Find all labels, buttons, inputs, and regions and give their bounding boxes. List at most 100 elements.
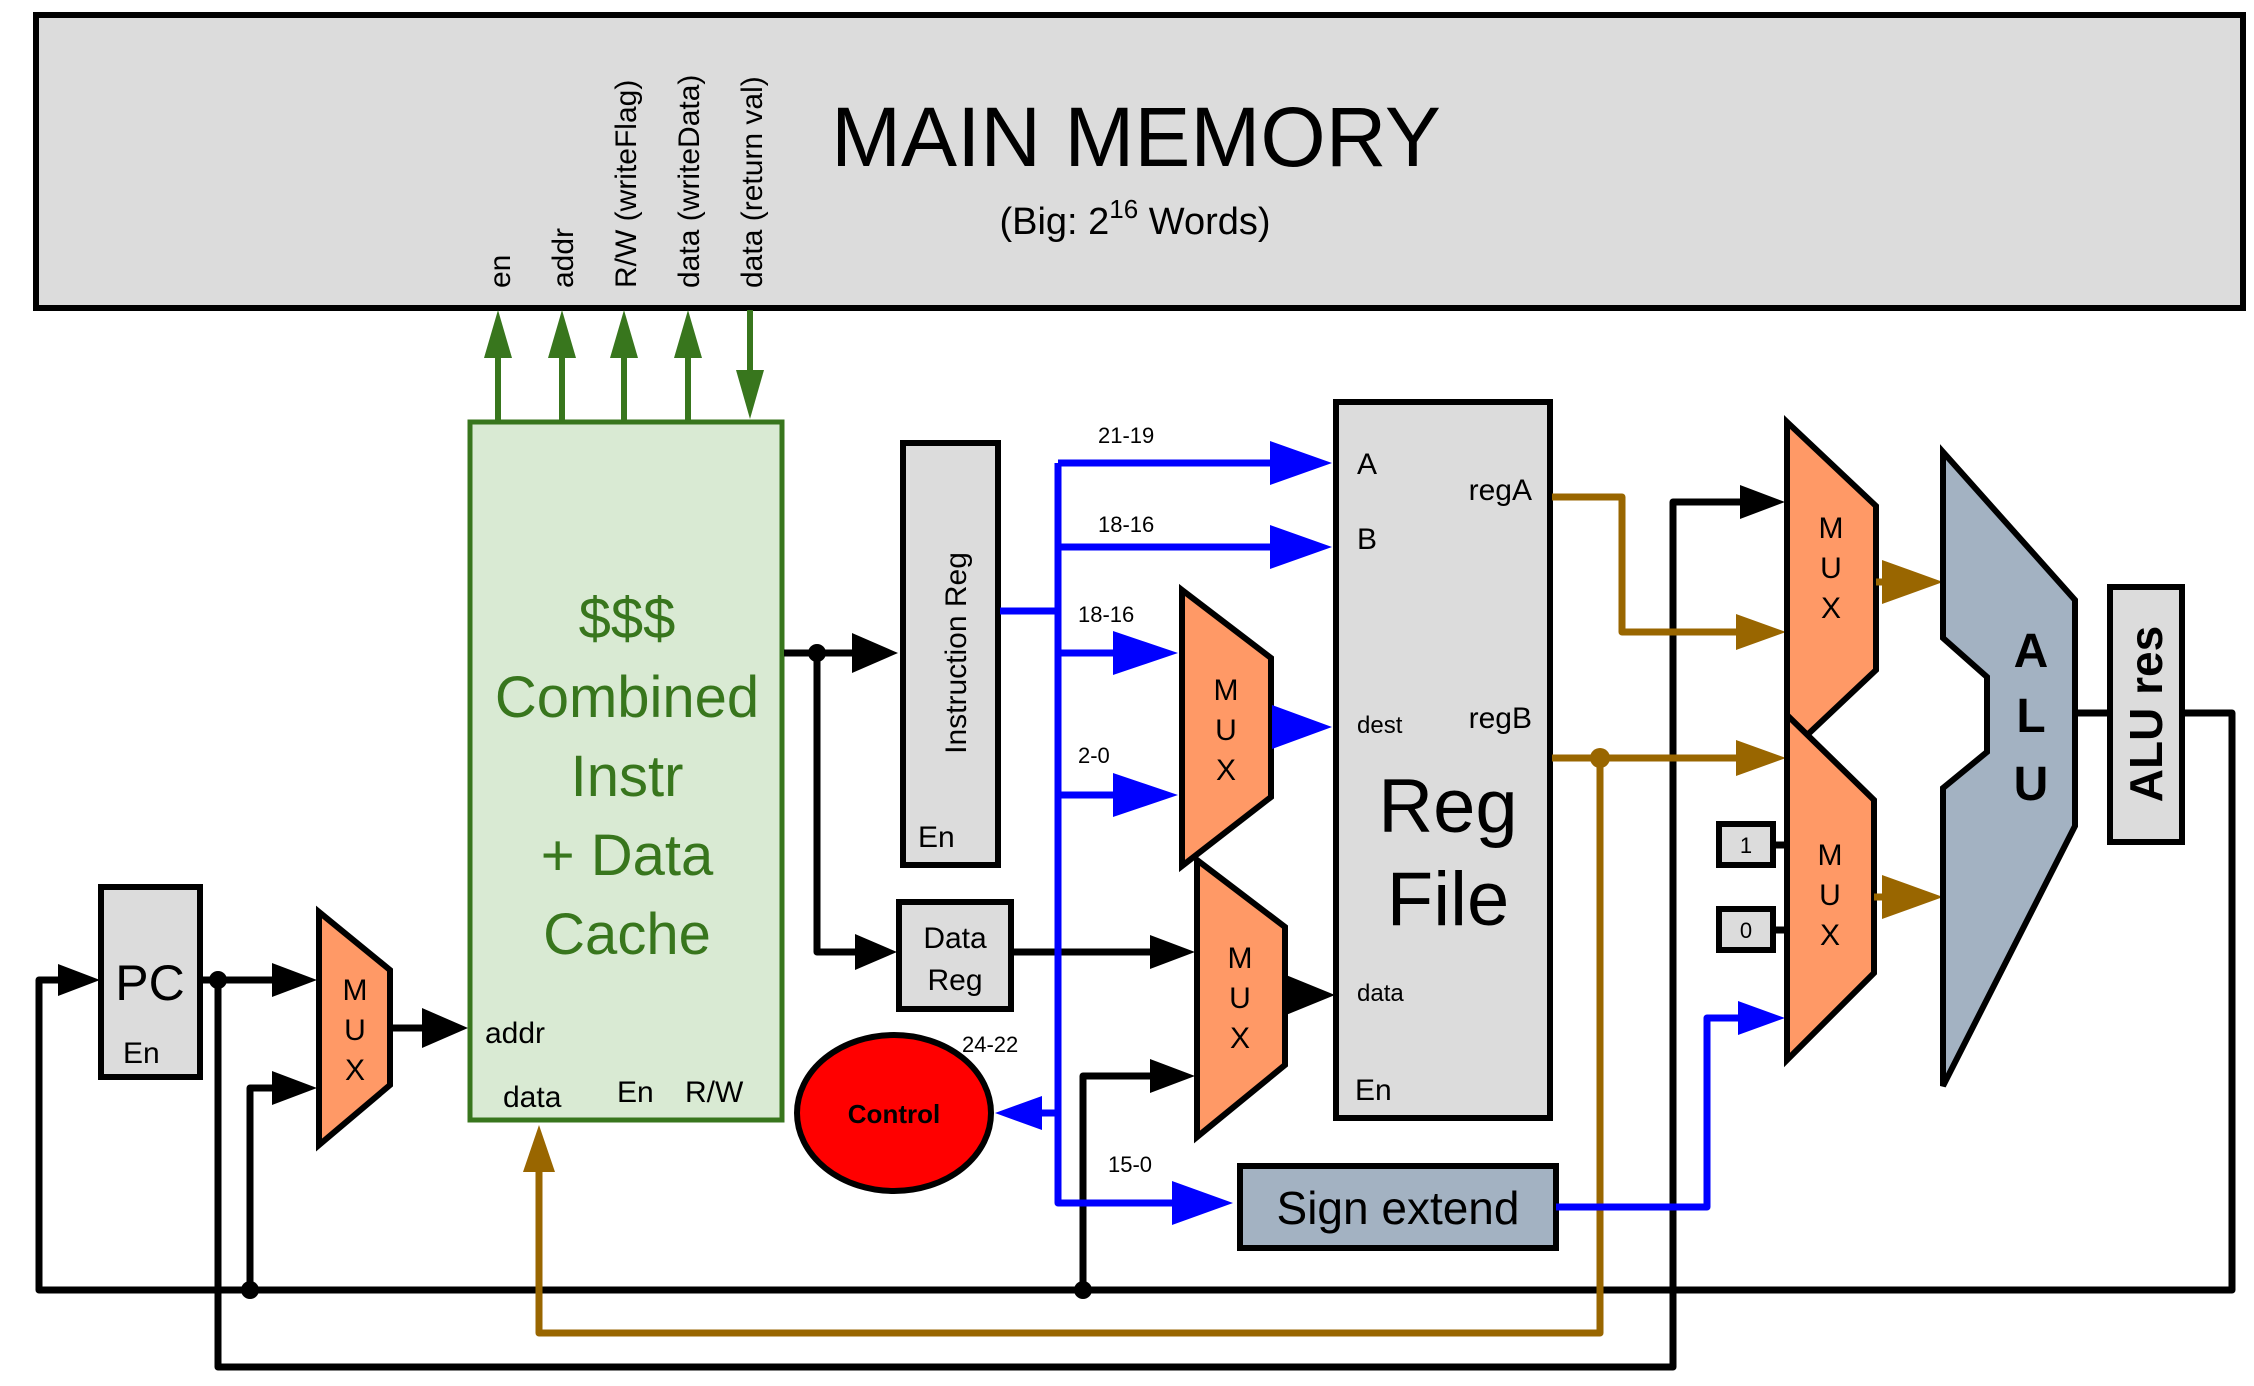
instruction-register: Instruction Reg En bbox=[900, 440, 1001, 868]
alu: A L U bbox=[1940, 444, 2078, 1088]
arrow-right-icon bbox=[1736, 740, 1786, 776]
mux-dest: M U X bbox=[1179, 583, 1274, 873]
wire-alu-res-to-pc bbox=[35, 709, 2236, 1294]
wire-sign-ext-to-alu-mux bbox=[1556, 1014, 1740, 1211]
wire-loop-to-data-mux bbox=[1079, 1072, 1150, 1290]
mux-alu-b-shape bbox=[1784, 707, 1877, 1068]
junction-dot bbox=[1074, 1281, 1092, 1299]
feedback-wires bbox=[35, 485, 2236, 1371]
mux-letter: M bbox=[1228, 942, 1253, 975]
mux-letter: M bbox=[1214, 674, 1239, 707]
data-register: Data Reg bbox=[896, 899, 1014, 1012]
mux-letter: M bbox=[1818, 839, 1843, 872]
instruction-reg-box bbox=[900, 440, 1001, 868]
cache-title-line: Instr bbox=[571, 744, 684, 809]
alu-letter: U bbox=[2014, 758, 2049, 811]
mux-letter: X bbox=[1821, 592, 1841, 625]
mem-port-addr: addr bbox=[547, 228, 580, 288]
mux-letter: U bbox=[1820, 552, 1842, 585]
sign-extend-label: Sign extend bbox=[1277, 1182, 1520, 1234]
cache: $$$ Combined Instr + Data Cache addr dat… bbox=[467, 419, 785, 1123]
mem-port-write-data: data (writeData) bbox=[673, 75, 706, 288]
arrow-right-icon bbox=[1113, 631, 1178, 675]
main-memory: MAIN MEMORY (Big: 216 Words) en addr R/W… bbox=[33, 12, 2246, 311]
mux-letter: X bbox=[1820, 919, 1840, 952]
reg-file-port-en: En bbox=[1355, 1074, 1392, 1107]
arrow-right-icon bbox=[58, 964, 100, 996]
register-file: A B dest data En regA regB Reg File bbox=[1333, 399, 1553, 1121]
data-reg-label: Data bbox=[923, 922, 987, 955]
arrow-up-icon bbox=[523, 1125, 555, 1172]
cache-box bbox=[467, 419, 785, 1123]
mux-alu-b: M U X bbox=[1784, 707, 1877, 1068]
cache-rw-port: R/W bbox=[685, 1076, 744, 1109]
mem-port-en: en bbox=[484, 255, 517, 288]
mux-letter: M bbox=[343, 974, 368, 1007]
mux-letter: U bbox=[344, 1014, 366, 1047]
wire-loop-to-pc-mux bbox=[246, 1084, 275, 1290]
mux-letter: X bbox=[1216, 754, 1236, 787]
arrow-right-icon bbox=[1172, 1181, 1233, 1225]
instruction-reg-label: Instruction Reg bbox=[940, 552, 973, 754]
mux-letter: U bbox=[1215, 714, 1237, 747]
wire-bus-trunk bbox=[1054, 463, 1190, 1207]
bits-label-control: 24-22 bbox=[962, 1032, 1018, 1057]
wire-rega-to-alu-mux bbox=[1552, 493, 1740, 636]
arrow-right-icon bbox=[422, 1008, 468, 1048]
pc-label: PC bbox=[115, 955, 184, 1011]
mux-dest-shape bbox=[1179, 583, 1274, 873]
junction-dot bbox=[241, 1281, 259, 1299]
main-memory-subtitle: (Big: 216 Words) bbox=[999, 194, 1270, 243]
alu-letter: L bbox=[2016, 690, 2045, 743]
arrow-right-icon bbox=[272, 1071, 317, 1105]
instruction-bus: 21-19 18-16 18-16 2-0 15-0 24-22 bbox=[962, 423, 1332, 1225]
constant-zero-label: 0 bbox=[1740, 918, 1752, 943]
reg-file-title: File bbox=[1387, 857, 1509, 942]
cache-title-line: $$$ bbox=[579, 586, 676, 651]
mux-letter: M bbox=[1819, 512, 1844, 545]
constant-one-box bbox=[1716, 821, 1776, 868]
mux-address-shape bbox=[316, 905, 393, 1152]
mux-letter: U bbox=[1819, 879, 1841, 912]
bits-label-dest-2: 2-0 bbox=[1078, 743, 1110, 768]
mux-write-data: M U X bbox=[1194, 853, 1288, 1144]
pc-en-label: En bbox=[123, 1037, 160, 1070]
control-ellipse bbox=[794, 1032, 994, 1194]
junction-dot bbox=[209, 971, 227, 989]
reg-file-title: Reg bbox=[1378, 764, 1517, 849]
bits-label-a: 21-19 bbox=[1098, 423, 1154, 448]
alu-res-label: ALU res bbox=[2120, 626, 2172, 802]
memory-bus bbox=[484, 310, 764, 420]
constant-one: 1 bbox=[1716, 821, 1788, 868]
bits-label-dest-1: 18-16 bbox=[1078, 602, 1134, 627]
arrow-right-icon bbox=[1113, 773, 1178, 817]
arrow-right-icon bbox=[1740, 485, 1785, 519]
mux-alu-a: M U X bbox=[1784, 415, 1879, 761]
constant-zero-box bbox=[1716, 906, 1776, 953]
wire-regb-to-cache-data bbox=[535, 758, 1604, 1337]
arrow-right-icon bbox=[1736, 614, 1786, 650]
cache-title-line: + Data bbox=[541, 823, 714, 888]
main-memory-title: MAIN MEMORY bbox=[831, 90, 1441, 184]
sign-extend: Sign extend bbox=[1237, 1163, 1559, 1251]
alu-result-register: ALU res bbox=[2107, 584, 2185, 845]
arrow-right-icon bbox=[855, 934, 897, 970]
subtitle-exponent: 16 bbox=[1109, 194, 1138, 224]
arrow-right-icon bbox=[1882, 875, 1943, 919]
mux-alu-a-shape bbox=[1784, 415, 1879, 761]
arrow-right-icon bbox=[1882, 560, 1943, 604]
subtitle-prefix: (Big: 2 bbox=[999, 201, 1109, 243]
cache-addr-port: addr bbox=[485, 1017, 545, 1050]
reg-file-out-rega: regA bbox=[1469, 474, 1532, 507]
alu-letter: A bbox=[2014, 625, 2049, 678]
arrow-right-icon bbox=[1150, 1059, 1195, 1093]
arrow-right-icon bbox=[1270, 441, 1332, 485]
wire-cache-to-data-reg bbox=[813, 653, 855, 956]
alu-shape bbox=[1940, 444, 2078, 1088]
arrow-right-icon bbox=[272, 963, 317, 997]
arrow-right-icon bbox=[1150, 935, 1195, 969]
mux-letter: U bbox=[1229, 982, 1251, 1015]
arrow-right-icon bbox=[1738, 1001, 1785, 1035]
reg-file-port-a: A bbox=[1357, 448, 1377, 481]
